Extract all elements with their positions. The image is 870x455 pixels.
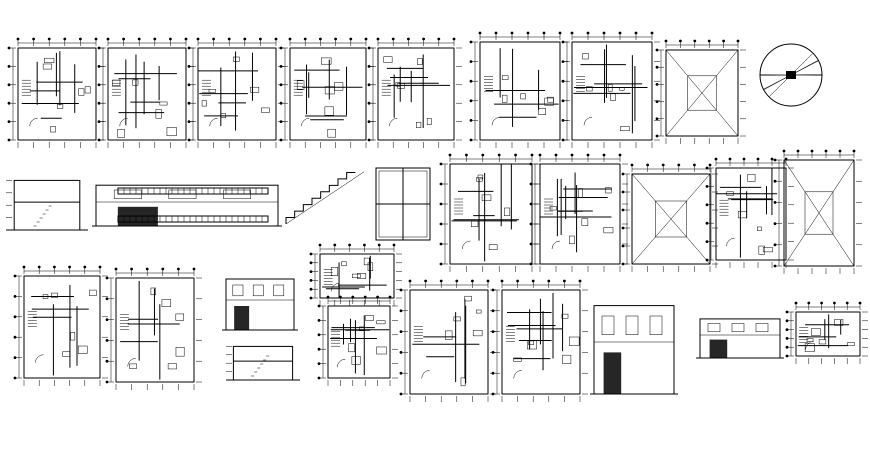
drawing-elevation: [92, 184, 282, 227]
drawing-floor-plan: [97, 37, 194, 148]
drawing-window-elevation: [375, 167, 431, 241]
drawing-roof-plan: [655, 39, 746, 144]
drawing-floor-plan: [309, 243, 402, 306]
drawing-floor-plan: [7, 37, 104, 148]
drawing-floor-plan: [785, 301, 868, 364]
drawing-floor-plan: [105, 267, 202, 390]
drawing-stair-detail: [285, 171, 365, 225]
drawing-floor-plan: [399, 279, 496, 402]
drawing-section: [226, 345, 300, 381]
drawing-floor-plan: [317, 295, 398, 386]
drawing-section: [6, 179, 88, 231]
drawing-elevation: [696, 318, 784, 359]
drawing-site-location-map: [759, 43, 823, 107]
drawing-floor-plan: [367, 37, 462, 148]
drawing-floor-plan: [705, 157, 794, 268]
drawing-floor-plan: [491, 279, 588, 402]
drawing-linear-detail: [117, 187, 269, 223]
drawing-roof-plan: [621, 163, 718, 272]
drawing-roof-plan: [773, 149, 862, 274]
drawing-elevation: [590, 305, 678, 395]
drawing-floor-plan: [529, 153, 628, 272]
drawing-floor-plan: [439, 153, 540, 272]
drawing-elevation: [222, 278, 298, 331]
drawing-floor-plan: [13, 265, 108, 386]
drawing-floor-plan: [561, 31, 660, 148]
drawing-floor-plan: [469, 31, 568, 148]
drawing-floor-plan: [187, 37, 284, 148]
drawing-floor-plan: [279, 37, 374, 148]
